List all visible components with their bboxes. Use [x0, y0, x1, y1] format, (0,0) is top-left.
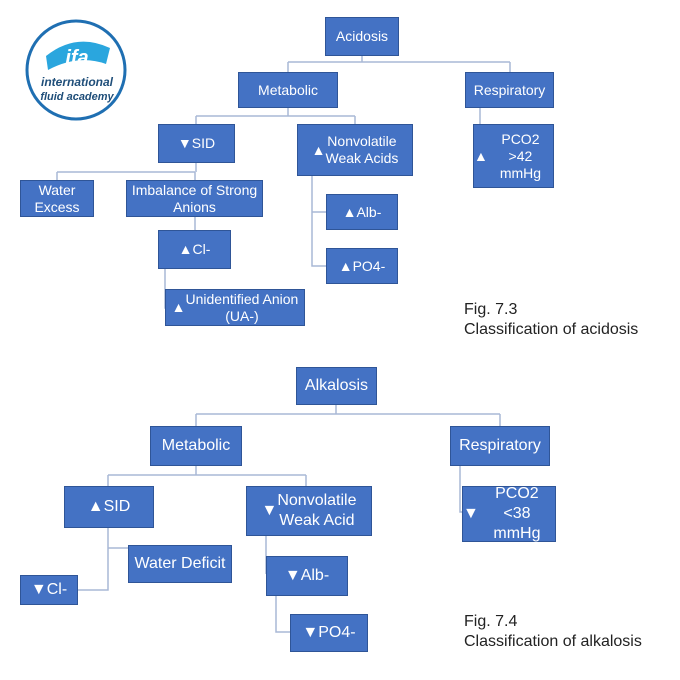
logo-mark: ifa [65, 47, 88, 69]
alkalosis-metabolic-node: Metabolic [150, 426, 242, 466]
acidosis-metabolic-node: Metabolic [238, 72, 338, 108]
arrow-down-icon: ▼ [463, 505, 479, 522]
node-label: Water Excess [34, 181, 80, 215]
arrow-up-icon: ▲ [338, 257, 353, 274]
node-label: Acidosis [335, 28, 389, 44]
alkalosis-root-node: Alkalosis [296, 367, 377, 405]
connector [459, 466, 462, 513]
acidosis-nonvolatile-node: ▲Nonvolatile Weak Acids [297, 124, 413, 176]
node-label: Metabolic [161, 437, 231, 454]
connector [195, 405, 501, 426]
node-label: Respiratory [473, 81, 546, 98]
logo-line1: international [41, 75, 114, 89]
alkalosis-pco2-node: ▼ PCO2 <38 mmHg [462, 485, 556, 542]
acidosis-unidentified-node: ▲Unidentified Anion (UA-) [165, 289, 305, 326]
arrow-down-icon: ▼ [284, 567, 301, 584]
connector [287, 56, 511, 72]
acidosis-respiratory-node: Respiratory [465, 72, 554, 108]
alkalosis-cl-node: ▼Cl- [20, 575, 78, 605]
acidosis-cl-node: ▲Cl- [158, 230, 231, 269]
logo-line2: fluid academy [40, 91, 114, 103]
node-label: Cl- [192, 241, 211, 257]
connector [107, 466, 307, 486]
alkalosis-caption: Fig. 7.4 Classification of alkalosis [464, 613, 642, 650]
node-label: Imbalance of Strong Anions [131, 181, 258, 215]
connector [64, 528, 128, 591]
arrow-up-icon: ▲ [171, 299, 186, 315]
node-label: Nonvolatile Weak Acid [277, 492, 357, 529]
node-label: Unidentified Anion (UA-) [185, 290, 299, 324]
node-label: PCO2 >42 mmHg [499, 130, 542, 181]
node-label: PO4- [318, 624, 356, 641]
arrow-up-icon: ▲ [87, 498, 104, 515]
acidosis-sid-node: ▼SID [158, 124, 235, 163]
node-label: Alb- [300, 567, 330, 584]
ifa-logo: ifa international fluid academy [25, 19, 127, 121]
arrow-up-icon: ▲ [474, 147, 488, 164]
arrow-up-icon: ▲ [311, 141, 326, 158]
node-label: Alb- [356, 203, 382, 220]
node-label: Respiratory [459, 437, 541, 454]
acidosis-imbalance-node: Imbalance of Strong Anions [126, 180, 263, 217]
alkalosis-alb-node: ▼Alb- [266, 556, 348, 596]
acidosis-caption: Fig. 7.3 Classification of acidosis [464, 301, 639, 338]
alkalosis-sid-node: ▲SID [64, 486, 154, 528]
arrow-down-icon: ▼ [261, 502, 278, 519]
acidosis-water-excess-node: Water Excess [20, 180, 94, 217]
node-label: Alkalosis [304, 377, 369, 394]
alkalosis-water-deficit-node: Water Deficit [128, 545, 232, 583]
acidosis-po4-node: ▲PO4- [326, 248, 398, 284]
node-label: Metabolic [258, 81, 318, 98]
node-label: Nonvolatile Weak Acids [325, 133, 399, 166]
acidosis-alb-node: ▲Alb- [326, 194, 398, 230]
node-label: Water Deficit [134, 555, 226, 572]
node-label: Cl- [46, 581, 68, 598]
node-label: PO4- [352, 257, 386, 274]
node-label: SID [103, 498, 131, 515]
connector [56, 163, 197, 180]
arrow-up-icon: ▲ [342, 203, 357, 220]
arrow-down-icon: ▼ [30, 581, 47, 598]
acidosis-root-node: Acidosis [325, 17, 399, 56]
node-label: PCO2 <38 mmHg [493, 485, 541, 542]
arrow-down-icon: ▼ [302, 624, 319, 641]
alkalosis-nonvolatile-node: ▼Nonvolatile Weak Acid [246, 486, 372, 536]
node-label: SID [191, 135, 216, 151]
alkalosis-respiratory-node: Respiratory [450, 426, 550, 466]
connector [195, 108, 356, 124]
connector [311, 176, 326, 267]
arrow-up-icon: ▲ [178, 241, 193, 257]
acidosis-pco2-node: ▲ PCO2 >42 mmHg [473, 124, 554, 188]
alkalosis-po4-node: ▼PO4- [290, 614, 368, 652]
arrow-down-icon: ▼ [177, 135, 192, 151]
